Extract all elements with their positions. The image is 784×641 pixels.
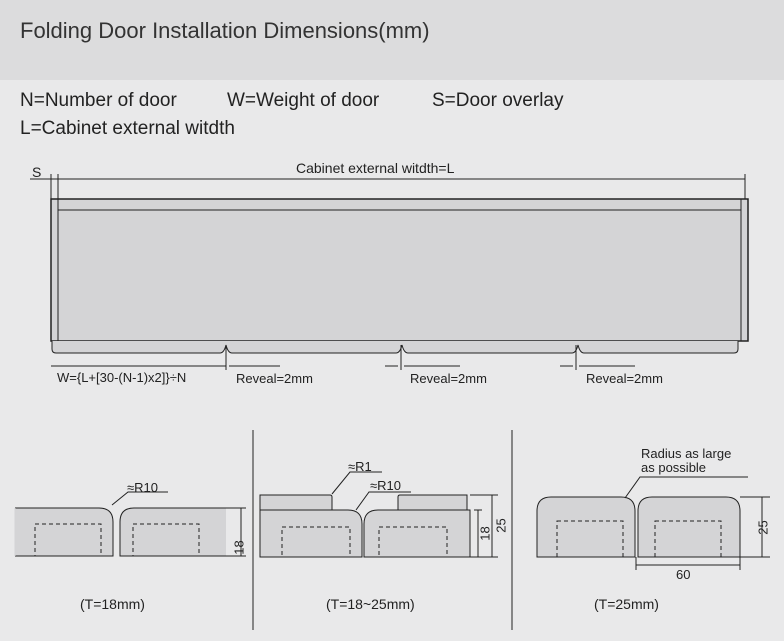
legend-n: N=Number of door	[20, 90, 177, 111]
detail-t18	[14, 491, 246, 557]
radius-label: ≈R10	[127, 480, 158, 495]
legend-s: S=Door overlay	[432, 90, 564, 111]
dim-60: 60	[676, 567, 691, 582]
legend-w: W=Weight of door	[227, 90, 380, 111]
s-label: S	[32, 164, 42, 180]
cabinet-front-view	[30, 174, 749, 370]
dim-18: 18	[231, 540, 247, 555]
radius-note-line1: Radius as large	[641, 446, 732, 461]
caption-t18-25: (T=18~25mm)	[326, 596, 415, 612]
page-title: Folding Door Installation Dimensions(mm)	[20, 18, 430, 43]
dim-25: 25	[755, 520, 771, 535]
dim-25: 25	[493, 518, 509, 533]
reveal-label: Reveal=2mm	[586, 371, 663, 386]
caption-t25: (T=25mm)	[594, 596, 659, 612]
radius-note-line2: as possible	[641, 460, 707, 475]
radius-label: ≈R10	[370, 478, 401, 493]
detail-t18-25	[259, 471, 498, 558]
legend-l: L=Cabinet external witdth	[20, 118, 235, 139]
cabinet-width-label: Cabinet external witdth=L	[296, 160, 455, 176]
reveal-label: Reveal=2mm	[410, 371, 487, 386]
dim-18: 18	[477, 526, 493, 541]
reveal-label: Reveal=2mm	[236, 371, 313, 386]
radius-small-label: ≈R1	[348, 459, 372, 474]
detail-t25	[536, 476, 770, 570]
door-width-formula: W={L+[30-(N-1)x2]}÷N	[57, 370, 187, 385]
header-bar	[0, 0, 784, 80]
caption-t18: (T=18mm)	[80, 596, 145, 612]
